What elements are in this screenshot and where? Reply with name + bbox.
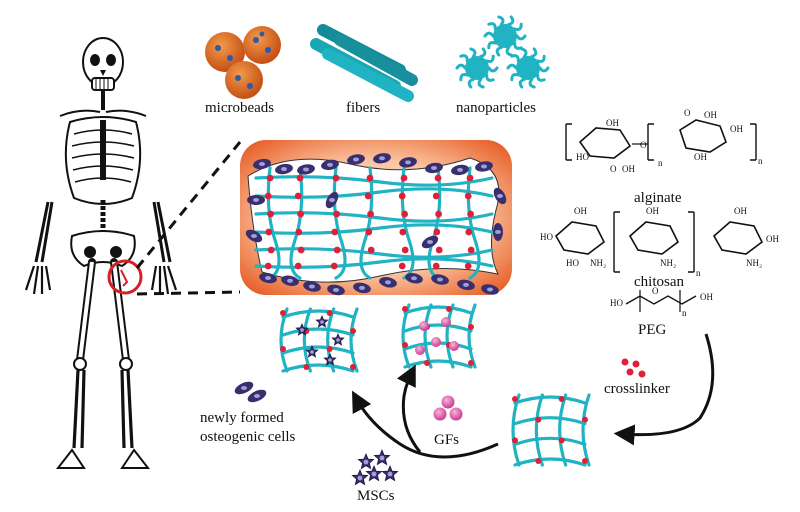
svg-text:OH: OH [646,206,659,216]
hydrogel-with-cells [279,307,359,373]
arrow-to-gf-hydrogel [396,364,422,453]
msc-cell-icon [351,448,399,486]
arrow-to-cell-hydrogel [352,390,499,459]
svg-text:NH₂: NH₂ [660,258,676,268]
label-gfs: GFs [434,432,459,448]
svg-text:OH: OH [704,110,717,120]
injury-site-highlight [107,259,143,295]
hydrogel-network [511,393,591,467]
label-mscs: MSCs [357,488,395,504]
svg-text:O: O [640,140,647,150]
osteogenic-cell-icon [234,381,267,403]
arrow-to-hydrogel [613,333,715,446]
scaffold-cells [245,153,507,296]
svg-text:NH₂: NH₂ [746,258,762,268]
alginate-structure: OH HO O OH O O OH OH OH n n [565,108,763,174]
svg-text:n: n [658,158,663,168]
label-microbeads: microbeads [205,100,274,116]
fiber-bundle-icon [310,24,418,102]
peg-structure: HO O OH n [610,286,713,318]
svg-text:OH: OH [700,292,713,302]
svg-text:OH: OH [730,124,743,134]
growth-factor-icon [433,395,463,421]
label-osteogenic-cells: osteogenic cells [200,429,296,445]
svg-text:n: n [696,268,701,278]
svg-text:OH: OH [766,234,779,244]
svg-text:O: O [684,108,691,118]
microbead-icon [205,26,281,99]
svg-text:HO: HO [576,152,589,162]
svg-text:OH: OH [606,118,619,128]
hydrogel-with-growth-factors [401,303,477,369]
svg-text:HO: HO [566,258,579,268]
label-crosslinker: crosslinker [604,381,670,397]
nanoparticle-icon [455,15,550,89]
svg-text:HO: HO [610,298,623,308]
svg-text:O: O [652,286,659,296]
skeleton-figure [24,37,178,469]
label-peg: PEG [638,322,667,338]
scaffold-network [254,166,494,280]
label-alginate: alginate [634,190,682,206]
label-chitosan: chitosan [634,274,684,290]
svg-text:OH: OH [574,206,587,216]
svg-text:OH: OH [622,164,635,174]
svg-text:HO: HO [540,232,553,242]
svg-text:n: n [758,156,763,166]
label-fibers: fibers [346,100,380,116]
svg-text:NH₂: NH₂ [590,258,606,268]
svg-text:OH: OH [734,206,747,216]
crosslinker-icon [621,358,646,378]
label-newly-formed: newly formed [200,410,284,426]
label-nanoparticles: nanoparticles [456,100,536,116]
chitosan-structure: HO HO NH₂ OH OH NH₂ n OH OH NH₂ [540,206,779,278]
zoom-line-bottom [136,290,241,296]
svg-text:O: O [610,164,617,174]
svg-text:OH: OH [694,152,707,162]
svg-text:n: n [682,308,687,318]
